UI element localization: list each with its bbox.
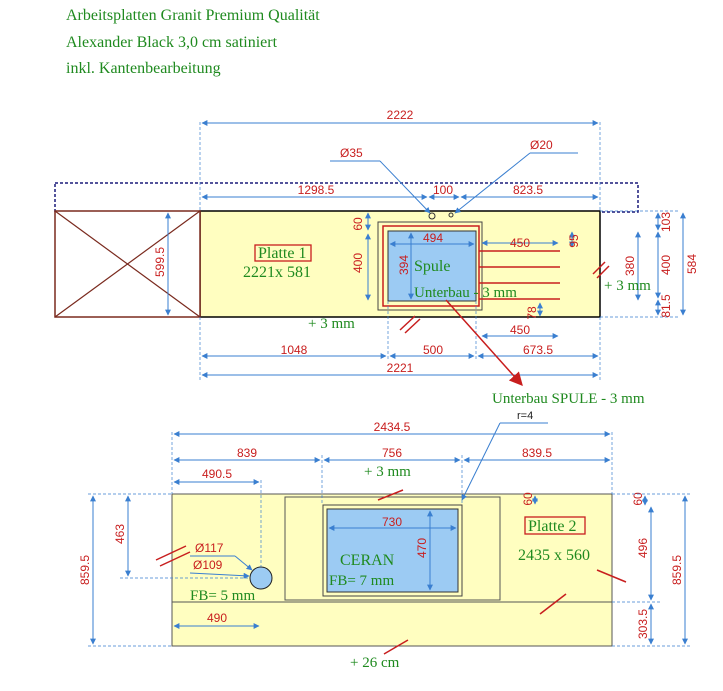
dim-dia-20: Ø20 bbox=[530, 138, 553, 152]
dim-839-5: 839.5 bbox=[522, 446, 552, 460]
underbau-note: Unterbau SPULE - 3 mm bbox=[492, 391, 645, 407]
dim-599-5: 599.5 bbox=[153, 247, 167, 277]
underbau-arrow bbox=[445, 299, 523, 387]
tap-hole-icon bbox=[428, 212, 436, 220]
downdraft-hole-icon bbox=[249, 566, 273, 590]
plus-26cm-label: + 26 cm bbox=[350, 655, 400, 671]
edge-marks-2 bbox=[155, 489, 627, 655]
plate-2-label: Platte 2 bbox=[528, 518, 576, 535]
dim-sink-gap-60: 60 bbox=[351, 217, 365, 231]
ceran-glass bbox=[326, 508, 459, 593]
sink-frame bbox=[382, 225, 480, 307]
dim-bottom-total: 2221 bbox=[387, 361, 414, 375]
dim-103: 103 bbox=[659, 212, 673, 232]
plate-2-label-box bbox=[524, 516, 586, 535]
dim-839: 839 bbox=[237, 446, 257, 460]
dim-ceran-730: 730 bbox=[382, 515, 402, 529]
dim-1048: 1048 bbox=[281, 343, 308, 357]
plate-1-wall-outline bbox=[54, 182, 639, 213]
drainboard-lines bbox=[479, 250, 560, 300]
dim-496: 496 bbox=[636, 538, 650, 558]
dim-sink-400: 400 bbox=[351, 253, 365, 273]
dim-2434-5: 2434.5 bbox=[374, 420, 411, 434]
dim-60-b: 60 bbox=[631, 492, 645, 506]
plus-3mm-plate2: + 3 mm bbox=[364, 464, 411, 480]
tall-cabinet-box bbox=[54, 210, 201, 318]
ceran-label: CERAN bbox=[340, 552, 395, 569]
drain-hole-icon bbox=[448, 212, 454, 218]
dim-dia-117: Ø117 bbox=[195, 541, 224, 555]
dim-859-5-left: 859.5 bbox=[78, 555, 92, 585]
dim-dia-35: Ø35 bbox=[340, 146, 363, 160]
header-line-2: Alexander Black 3,0 cm satiniert bbox=[66, 34, 278, 51]
dim-584: 584 bbox=[685, 254, 699, 274]
plate-2-size: 2435 x 560 bbox=[518, 547, 590, 564]
dim-ceran-470: 470 bbox=[415, 538, 429, 558]
radius-note: r=4 bbox=[517, 410, 533, 422]
dim-81-5: 81.5 bbox=[659, 294, 673, 318]
dim-859-5-right: 859.5 bbox=[670, 555, 684, 585]
dim-dia-109: Ø109 bbox=[193, 558, 223, 572]
dim-756: 756 bbox=[382, 446, 402, 460]
plus-3mm-right: + 3 mm bbox=[604, 278, 651, 294]
ceran-frame bbox=[284, 496, 501, 601]
dim-823-5: 823.5 bbox=[513, 183, 543, 197]
fb-7mm-label: FB= 7 mm bbox=[329, 573, 394, 589]
dim-95: 95 bbox=[567, 234, 581, 248]
dim-303-5: 303.5 bbox=[636, 609, 650, 639]
header-line-3: inkl. Kantenbearbeitung bbox=[66, 60, 221, 77]
edge-marks-1 bbox=[399, 261, 610, 334]
dim-380: 380 bbox=[623, 256, 637, 276]
dim-463: 463 bbox=[113, 524, 127, 544]
dim-sink-494: 494 bbox=[423, 231, 443, 245]
dim-78: 78 bbox=[525, 306, 539, 320]
underbau-label: Unterbau - 3 mm bbox=[414, 285, 517, 301]
dim-490-5: 490.5 bbox=[202, 467, 232, 481]
dim-673-5: 673.5 bbox=[523, 343, 553, 357]
dim-500: 500 bbox=[423, 343, 443, 357]
dim-sink-394: 394 bbox=[397, 255, 411, 275]
dim-490: 490 bbox=[207, 611, 227, 625]
plate-1-size: 2221x 581 bbox=[243, 264, 311, 281]
dim-1298-5: 1298.5 bbox=[298, 183, 335, 197]
dim-60-a: 60 bbox=[521, 492, 535, 506]
plus-3mm-bottom: + 3 mm bbox=[308, 316, 355, 332]
plate-2-group: 2434.5 r=4 839 756 839.5 + 3 mm 490.5 46… bbox=[78, 410, 690, 671]
dim-100: 100 bbox=[433, 183, 453, 197]
dim-450-top: 450 bbox=[510, 236, 530, 250]
dim-450-bottom: 450 bbox=[510, 323, 530, 337]
plate-1-group: 2222 Ø35 Ø20 1298.5 100 823.5 599.5 60 4… bbox=[54, 108, 699, 407]
dim-400-right: 400 bbox=[659, 255, 673, 275]
dim-top-total: 2222 bbox=[387, 108, 414, 122]
plate-1-label-box bbox=[254, 244, 312, 262]
sink-label: Spule bbox=[414, 258, 450, 275]
header-line-1: Arbeitsplatten Granit Premium Qualität bbox=[66, 7, 320, 24]
fb-5mm-label: FB= 5 mm bbox=[190, 588, 255, 604]
plate-1-label: Platte 1 bbox=[258, 245, 306, 262]
